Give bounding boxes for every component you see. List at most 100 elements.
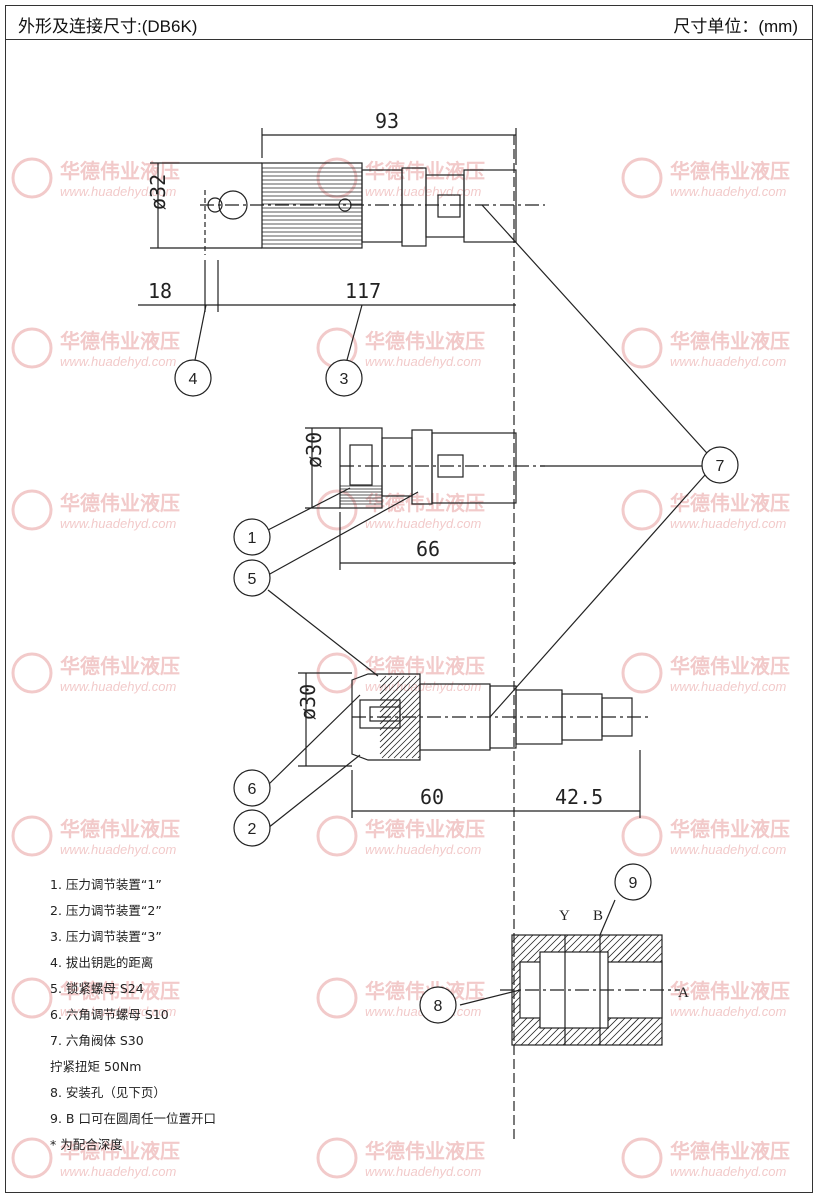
port-b-label: B	[593, 908, 603, 924]
balloon-5-label: 5	[248, 571, 257, 588]
legend-item: 拧紧扭矩 50Nm	[50, 1059, 142, 1074]
legend-item: 9. B 口可在圆周任一位置开口	[50, 1111, 216, 1126]
watermark-brand: 华德伟业液压	[60, 491, 180, 515]
dim-18: 18	[148, 279, 172, 303]
balloon-7-label: 7	[716, 458, 725, 475]
balloon-5	[233, 559, 271, 597]
watermark-brand: 华德伟业液压	[365, 1139, 485, 1163]
balloon-4	[174, 359, 212, 397]
watermark-brand: 华德伟业液压	[60, 654, 180, 678]
middle-adjuster-drawing	[305, 427, 545, 570]
balloon-leaders	[194, 204, 716, 1006]
watermark-url: www.huadehyd.com	[670, 354, 787, 369]
dim-60: 60	[420, 785, 444, 809]
top-adjuster-drawing	[138, 128, 545, 312]
balloons	[174, 359, 739, 1024]
watermark-brand: 华德伟业液压	[60, 1139, 180, 1163]
watermark-url: www.huadehyd.com	[60, 184, 177, 199]
watermark-url: www.huadehyd.com	[670, 1164, 787, 1179]
dim-66: 66	[416, 537, 440, 561]
watermark-url: www.huadehyd.com	[60, 1004, 177, 1019]
watermark-url: www.huadehyd.com	[365, 842, 482, 857]
watermark-brand: 华德伟业液压	[670, 159, 790, 183]
legend-item: 1. 压力调节装置“1”	[50, 877, 162, 892]
watermark-url: www.huadehyd.com	[365, 679, 482, 694]
watermark-url: www.huadehyd.com	[670, 842, 787, 857]
watermark-url: www.huadehyd.com	[670, 1004, 787, 1019]
balloon-1	[233, 518, 271, 556]
balloon-1-label: 1	[248, 530, 257, 547]
bottom-adjuster-drawing	[298, 672, 650, 818]
watermark-url: www.huadehyd.com	[365, 1164, 482, 1179]
balloon-8-label: 8	[434, 998, 443, 1015]
watermark-brand: 华德伟业液压	[670, 491, 790, 515]
balloon-4-label: 4	[189, 371, 198, 388]
watermark-url: www.huadehyd.com	[60, 842, 177, 857]
page-title: 外形及连接尺寸:(DB6K)	[18, 17, 198, 36]
balloon-6	[233, 769, 271, 807]
dim-117: 117	[345, 279, 381, 303]
dim-mid-dia30: ø30	[302, 432, 326, 468]
watermark-brand: 华德伟业液压	[670, 979, 790, 1003]
watermark-url: www.huadehyd.com	[670, 516, 787, 531]
watermark-brand: 华德伟业液压	[670, 817, 790, 841]
balloon-2	[233, 809, 271, 847]
balloon-9	[614, 863, 652, 901]
watermark-url: www.huadehyd.com	[60, 1164, 177, 1179]
drawing-frame: 外形及连接尺寸:(DB6K) 尺寸单位：(mm)	[5, 5, 813, 1193]
legend-list: 1. 压力调节装置“1” 2. 压力调节装置“2” 3. 压力调节装置“3” 4. 拔…	[50, 872, 216, 1158]
balloon-8	[419, 986, 457, 1024]
watermark-brand: 华德伟业液压	[365, 159, 485, 183]
legend-item: 4. 拔出钥匙的距离	[50, 955, 154, 970]
balloon-9-label: 9	[629, 875, 638, 892]
balloon-numbers: 4 3 1 5 7 6 2 8 9	[189, 371, 725, 1015]
watermark-url: www.huadehyd.com	[365, 354, 482, 369]
balloon-2-label: 2	[248, 821, 257, 838]
legend-item: 7. 六角阀体 S30	[50, 1033, 144, 1048]
balloon-7	[701, 446, 739, 484]
watermark-url: www.huadehyd.com	[670, 184, 787, 199]
unit-label: 尺寸单位：(mm)	[673, 17, 798, 36]
dim-93: 93	[375, 109, 399, 133]
dim-dia32: ø32	[146, 174, 170, 210]
port-a-label: A	[678, 985, 689, 1001]
balloon-3-label: 3	[340, 371, 349, 388]
balloon-6-label: 6	[248, 781, 257, 798]
legend-item: 8. 安装孔（见下页）	[50, 1085, 166, 1100]
watermark-url: www.huadehyd.com	[60, 516, 177, 531]
legend-item: * 为配合深度	[50, 1137, 123, 1152]
watermark-brand: 华德伟业液压	[670, 1139, 790, 1163]
watermark-brand: 华德伟业液压	[60, 979, 180, 1003]
port-labels: Y B A	[559, 908, 689, 1001]
legend-item: 2. 压力调节装置“2”	[50, 903, 162, 918]
legend-item: 3. 压力调节装置“3”	[50, 929, 162, 944]
watermark-brand: 华德伟业液压	[670, 654, 790, 678]
balloon-3	[325, 359, 363, 397]
watermark-brand: 华德伟业液压	[365, 817, 485, 841]
mounting-hole-section	[500, 934, 680, 1046]
watermark-url: www.huadehyd.com	[365, 516, 482, 531]
watermark-url: www.huadehyd.com	[60, 354, 177, 369]
header-bar: 外形及连接尺寸:(DB6K) 尺寸单位：(mm)	[6, 6, 812, 40]
watermark-url: www.huadehyd.com	[60, 679, 177, 694]
dim-bottom-dia30: ø30	[296, 684, 320, 720]
port-y-label: Y	[559, 908, 570, 924]
